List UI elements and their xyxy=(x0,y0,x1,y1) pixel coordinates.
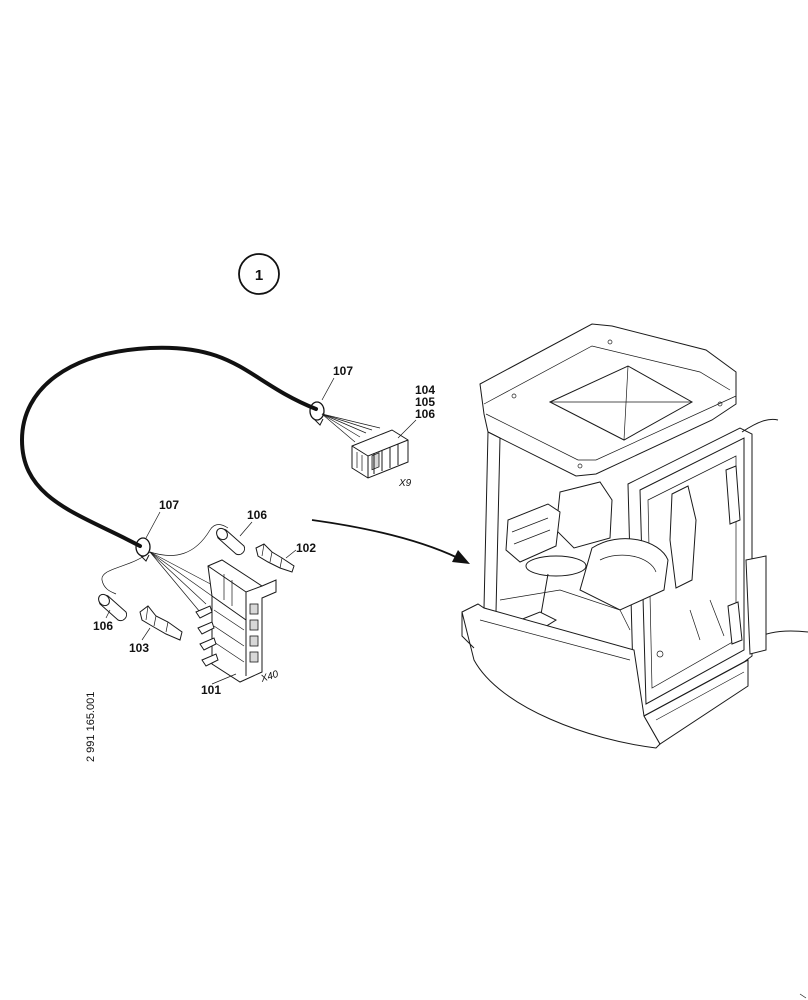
view-marker-number: 1 xyxy=(255,267,263,284)
lower-wire-fan xyxy=(101,524,229,613)
view-marker: 1 xyxy=(238,253,280,295)
label-connector-line2: 105 xyxy=(415,395,435,409)
seal-lower xyxy=(98,593,128,622)
leader-connector-upper xyxy=(397,419,417,439)
location-arrowhead xyxy=(452,550,470,564)
clip-lower xyxy=(135,537,151,562)
leader-clip-lower xyxy=(145,511,161,539)
operator-cab-illustration xyxy=(461,323,808,749)
label-connector-line1: 104 xyxy=(415,383,435,397)
corner-mark xyxy=(799,993,807,999)
upper-wire-fan xyxy=(321,413,381,443)
pin-contact-upper xyxy=(255,543,295,573)
label-housing: 101 xyxy=(201,683,221,697)
label-clip-upper: 107 xyxy=(333,364,353,378)
label-connector-line3: 106 xyxy=(415,407,435,421)
location-arrow xyxy=(311,519,459,559)
label-pin-lower: 103 xyxy=(129,641,149,655)
drawing-number: 2 991 165.001 xyxy=(85,692,97,762)
label-pin-upper: 102 xyxy=(296,541,316,555)
leader-pin-lower xyxy=(141,627,151,641)
pin-contact-lower xyxy=(139,605,183,641)
seal-upper xyxy=(216,527,246,556)
leader-pin-upper xyxy=(285,549,297,559)
leader-seal-upper xyxy=(239,521,253,537)
connector-tag-x9: X9 xyxy=(398,478,412,489)
connector-housing-x40 xyxy=(195,559,277,683)
label-seal-lower: 106 xyxy=(93,619,113,633)
leader-seal-lower xyxy=(105,609,111,619)
cable-harness xyxy=(19,345,318,548)
leader-housing xyxy=(211,673,237,685)
label-seal-upper: 106 xyxy=(247,508,267,522)
label-clip-lower: 107 xyxy=(159,498,179,512)
leader-clip-upper xyxy=(321,377,335,401)
connector-x9 xyxy=(351,429,409,479)
clip-upper xyxy=(309,401,325,426)
